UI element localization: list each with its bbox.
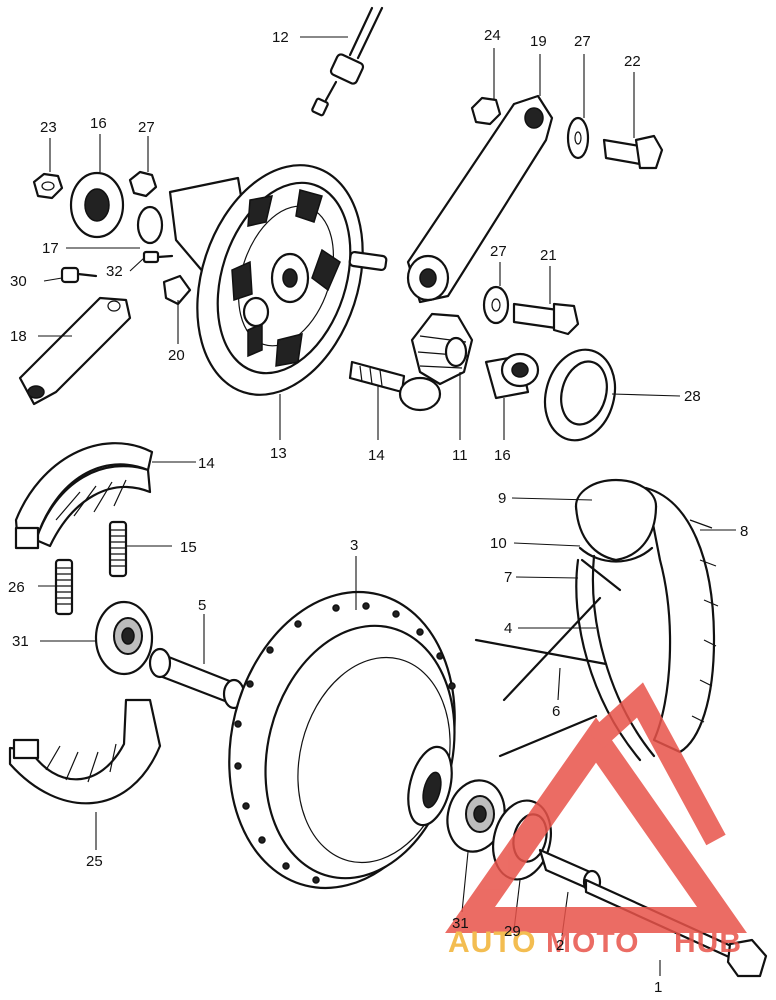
callout-16-right: 15 (180, 539, 197, 556)
callout-32: 32 (106, 263, 123, 280)
part-5-axle-spacer (148, 647, 246, 710)
part-32-bolt (142, 250, 174, 264)
callout-29: 29 (504, 923, 521, 940)
watermark-hub: HUB (674, 926, 742, 959)
callout-14-upper: 14 (198, 455, 215, 472)
callout-16-left: 26 (8, 579, 25, 596)
callout-5: 5 (198, 597, 206, 614)
automotohub-watermark: AUTO MOTO HUB (445, 682, 747, 959)
part-25-nut (32, 172, 64, 200)
part-10-rim-band (578, 546, 654, 592)
part-26-nut (470, 96, 502, 126)
callout-10: 10 (490, 535, 507, 552)
callout-7: 7 (504, 569, 512, 586)
callout-9: 9 (498, 490, 506, 507)
callout-6: 6 (552, 703, 560, 720)
part-24-bolt (602, 134, 664, 170)
part-3-wheel-hub (228, 590, 456, 890)
callout-25: 23 (40, 119, 57, 136)
callout-27-middle: 27 (490, 243, 507, 260)
callout-labels: 12 24 19 27 22 23 16 27 17 32 30 18 20 1… (8, 27, 748, 996)
part-19-ring (136, 205, 164, 245)
part-4-spoke-inner (502, 596, 602, 702)
callout-1: 1 (654, 979, 662, 996)
callout-3: 3 (350, 537, 358, 554)
part-30-bolt (60, 266, 98, 284)
part-16-spring-left (54, 558, 74, 616)
part-18-dust-seal (69, 171, 125, 239)
part-14-brake-shoe-lower (8, 698, 162, 805)
part-9-inner-tube (574, 478, 658, 562)
part-8-tyre (644, 486, 719, 754)
part-31-bearing-left (94, 600, 154, 676)
part-21-brake-arm (406, 94, 554, 304)
callout-8: 8 (740, 523, 748, 540)
part-14-brake-shoe-upper (14, 442, 154, 550)
callout-30: 30 (10, 273, 27, 290)
callout-20: 18 (10, 328, 27, 345)
callout-31-left: 31 (12, 633, 29, 650)
part-27-nut-upper-left (128, 170, 158, 198)
part-27-washer-upper-right (566, 116, 590, 160)
part-11-speedometer-gear (410, 312, 474, 386)
callout-12: 12 (272, 29, 289, 46)
callout-22: 20 (168, 347, 185, 364)
callout-27-upper-right: 27 (574, 33, 591, 50)
callout-21: 19 (530, 33, 547, 50)
callout-27-upper-left: 27 (138, 119, 155, 136)
part-7-rim (575, 554, 656, 762)
callout-15: 14 (368, 447, 385, 464)
part-16-spring-right (108, 520, 128, 578)
part-23-bolt (512, 302, 580, 336)
callout-2: 2 (556, 937, 564, 954)
part-31-bearing-right (446, 779, 506, 853)
callout-14-lower: 25 (86, 853, 103, 870)
callout-26: 24 (484, 27, 501, 44)
part-22-clip (162, 274, 192, 306)
part-27-washer-middle (482, 285, 510, 325)
watermark-auto: AUTO (448, 926, 536, 959)
callout-28: 28 (684, 388, 701, 405)
callout-11: 11 (452, 447, 468, 464)
part-28-oil-seal (543, 348, 617, 442)
callout-4: 4 (504, 620, 512, 637)
leader-lines (38, 36, 736, 976)
callout-17: 16 (494, 447, 511, 464)
callout-31-right: 31 (452, 915, 469, 932)
part-17-bush (484, 352, 540, 400)
callout-24: 22 (624, 53, 641, 70)
callout-13: 13 (270, 445, 287, 462)
watermark-moto: MOTO (546, 926, 639, 959)
part-15-brake-cam (348, 360, 442, 412)
part-13-brake-panel (168, 164, 388, 396)
part-20-torque-arm (18, 296, 132, 406)
part-6-spoke-outer (474, 638, 608, 758)
callout-23: 21 (540, 247, 557, 264)
callout-18: 16 (90, 115, 107, 132)
callout-19: 17 (42, 240, 59, 257)
part-12-speedometer-cable (311, 6, 384, 117)
